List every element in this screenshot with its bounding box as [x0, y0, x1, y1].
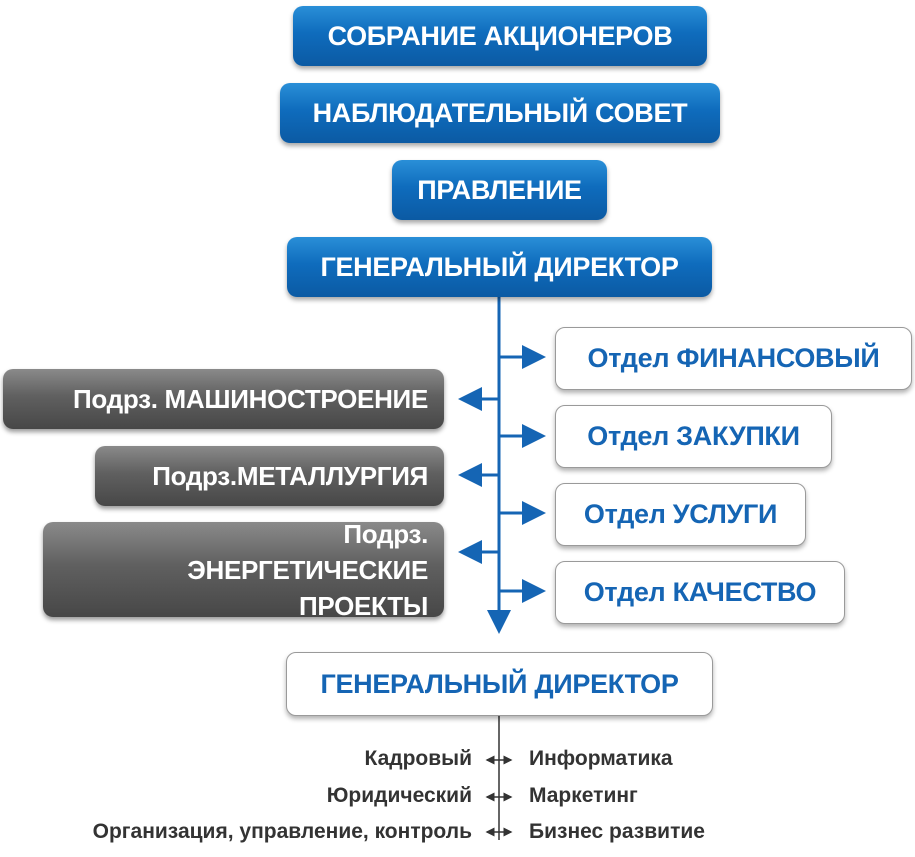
shareholders-meeting-box: СОБРАНИЕ АКЦИОНЕРОВ — [293, 6, 707, 66]
service-business-development: Бизнес развитие — [529, 820, 705, 844]
general-director-label: ГЕНЕРАЛЬНЫЙ ДИРЕКТОР — [320, 251, 679, 282]
service-legal-label: Юридический — [326, 784, 472, 807]
division-machinery-label: Подрз. МАШИНОСТРОЕНИЕ — [73, 383, 428, 414]
division-metallurgy-label: Подрз.МЕТАЛЛУРГИЯ — [152, 460, 428, 491]
department-finance-box: Отдел ФИНАНСОВЫЙ — [555, 327, 912, 390]
division-energy-box: Подрз. ЭНЕРГЕТИЧЕСКИЕ ПРОЕКТЫ — [43, 519, 444, 621]
service-it: Информатика — [529, 747, 673, 771]
general-director-box: ГЕНЕРАЛЬНЫЙ ДИРЕКТОР — [287, 237, 712, 297]
service-organization-label: Организация, управление, контроль — [92, 820, 472, 843]
division-machinery-box: Подрз. МАШИНОСТРОЕНИЕ — [3, 369, 444, 429]
service-marketing-label: Маркетинг — [529, 784, 638, 807]
service-legal: Юридический — [327, 784, 472, 808]
service-hr: Кадровый — [365, 747, 473, 771]
division-metallurgy-box: Подрз.МЕТАЛЛУРГИЯ — [95, 446, 444, 506]
department-purchasing-label: Отдел ЗАКУПКИ — [587, 421, 800, 451]
service-business-development-label: Бизнес развитие — [529, 820, 705, 843]
management-board-box: ПРАВЛЕНИЕ — [392, 160, 607, 220]
second-general-director-label: ГЕНЕРАЛЬНЫЙ ДИРЕКТОР — [320, 668, 679, 699]
department-purchasing-box: Отдел ЗАКУПКИ — [555, 405, 832, 468]
management-board-label: ПРАВЛЕНИЕ — [417, 174, 582, 205]
department-quality-box: Отдел КАЧЕСТВО — [555, 561, 845, 624]
service-it-label: Информатика — [529, 747, 673, 770]
department-quality-label: Отдел КАЧЕСТВО — [583, 577, 817, 607]
division-energy-label: Подрз. ЭНЕРГЕТИЧЕСКИЕ ПРОЕКТЫ — [187, 518, 428, 621]
department-services-label: Отдел УСЛУГИ — [583, 499, 778, 529]
supervisory-board-box: НАБЛЮДАТЕЛЬНЫЙ СОВЕТ — [280, 83, 720, 143]
second-general-director-box: ГЕНЕРАЛЬНЫЙ ДИРЕКТОР — [286, 652, 713, 716]
supervisory-board-label: НАБЛЮДАТЕЛЬНЫЙ СОВЕТ — [312, 97, 688, 128]
service-organization: Организация, управление, контроль — [93, 820, 472, 844]
service-marketing: Маркетинг — [529, 784, 638, 808]
shareholders-meeting-label: СОБРАНИЕ АКЦИОНЕРОВ — [327, 20, 673, 51]
department-services-box: Отдел УСЛУГИ — [555, 483, 806, 546]
service-hr-label: Кадровый — [364, 747, 473, 770]
department-finance-label: Отдел ФИНАНСОВЫЙ — [587, 343, 880, 373]
